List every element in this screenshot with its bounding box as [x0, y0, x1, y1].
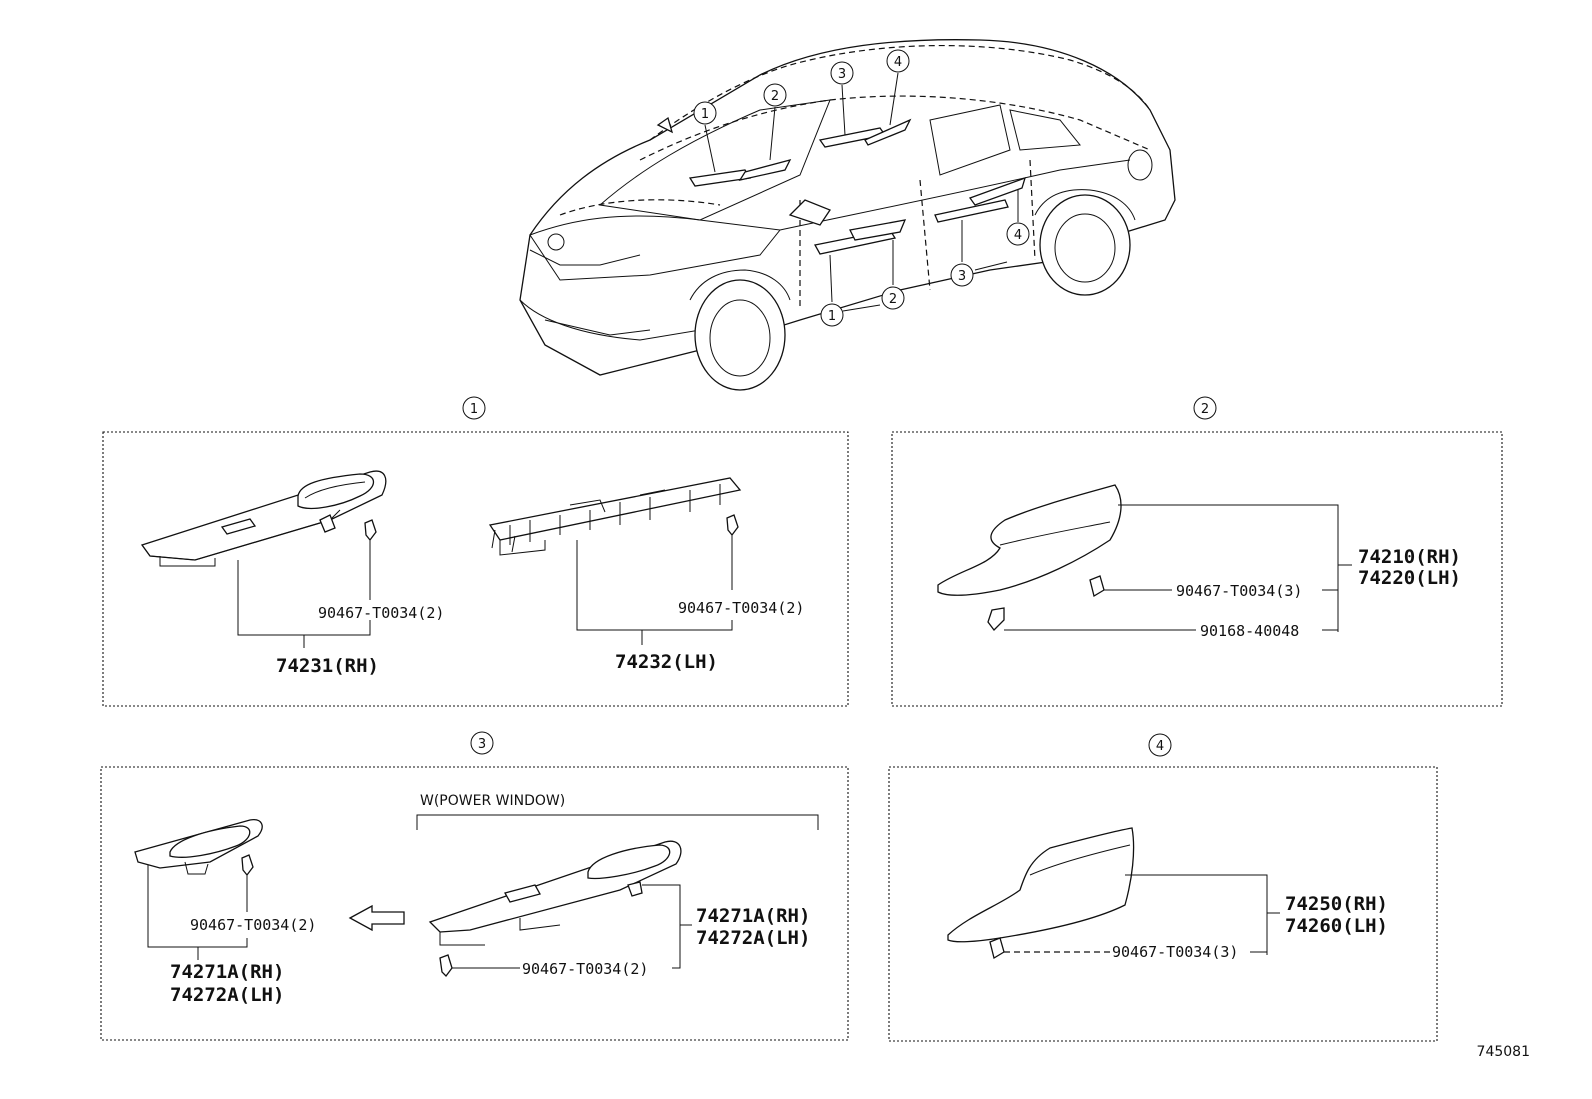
- panel-1: 1 90467-T0034(2) 74231(RH): [102, 396, 849, 707]
- panel-1-number: 1: [470, 402, 478, 417]
- panel-3-right-part-rh-label: 74271A(RH): [696, 905, 810, 927]
- panel-3-option-label: W(POWER WINDOW): [420, 793, 565, 809]
- left-switch-base-rh: [140, 470, 387, 567]
- car-overview: [519, 39, 1176, 391]
- panel-2: 2 90467-T0034(3) 90168-40048 74210(RH) 7…: [891, 396, 1503, 707]
- right-switch-base-lh: [488, 477, 742, 556]
- callout-2-top: 2: [771, 89, 779, 104]
- callout-2-bottom: 2: [889, 292, 897, 307]
- door-trim-piece-rear: [947, 827, 1135, 943]
- callout-1-top: 1: [701, 107, 709, 122]
- callout-4-top: 4: [894, 55, 902, 70]
- panel-2-part-lh-label: 74220(LH): [1358, 567, 1461, 589]
- panel-3-left-clip-label: 90467-T0034(2): [190, 916, 316, 934]
- panel-1-left-clip-label: 90467-T0034(2): [318, 604, 444, 622]
- panel-1-right-part-label: 74232(LH): [615, 651, 718, 673]
- panel-2-clip-label: 90467-T0034(3): [1176, 582, 1302, 600]
- panel-2-bolt-label: 90168-40048: [1200, 622, 1299, 640]
- panel-4-clip-label: 90467-T0034(3): [1112, 943, 1238, 961]
- replacement-arrow: [348, 904, 405, 932]
- panel-2-clip: [1089, 575, 1105, 598]
- right-clip: [726, 514, 739, 537]
- panel-2-number: 2: [1201, 402, 1209, 417]
- panel-2-bolt: [987, 607, 1005, 631]
- panel-4: 4 90467-T0034(3) 74250(RH) 74260(LH): [888, 733, 1438, 1042]
- panel-4-clip: [989, 937, 1005, 960]
- panel-1-right-clip-label: 90467-T0034(2): [678, 599, 804, 617]
- panel-2-part-rh-label: 74210(RH): [1358, 546, 1461, 568]
- panel-3-number: 3: [478, 737, 486, 752]
- callout-3-bottom: 3: [958, 269, 966, 284]
- panel-3: 3 90467-T0034(2) 74271A(RH) 74272A(LH) W…: [100, 731, 849, 1041]
- panel-3-left-part-rh-label: 74271A(RH): [170, 961, 284, 983]
- panel-4-number: 4: [1156, 739, 1164, 754]
- callout-1-bottom: 1: [828, 309, 836, 324]
- panel-1-left-part-label: 74231(RH): [276, 655, 379, 677]
- callout-3-top: 3: [838, 67, 846, 82]
- panel-3-left-part-lh-label: 74272A(LH): [170, 984, 284, 1006]
- car-callouts: 1 2 3 4 1 2 3 4: [693, 49, 1030, 327]
- panel-3-right-clip-label: 90467-T0034(2): [522, 960, 648, 978]
- panel-4-part-lh-label: 74260(LH): [1285, 915, 1388, 937]
- panel-4-part-rh-label: 74250(RH): [1285, 893, 1388, 915]
- callout-4-bottom: 4: [1014, 228, 1022, 243]
- diagram-id: 745081: [1477, 1044, 1530, 1060]
- panel-3-right-part-lh-label: 74272A(LH): [696, 927, 810, 949]
- door-trim-piece-front: [937, 484, 1122, 596]
- left-clip: [364, 519, 377, 542]
